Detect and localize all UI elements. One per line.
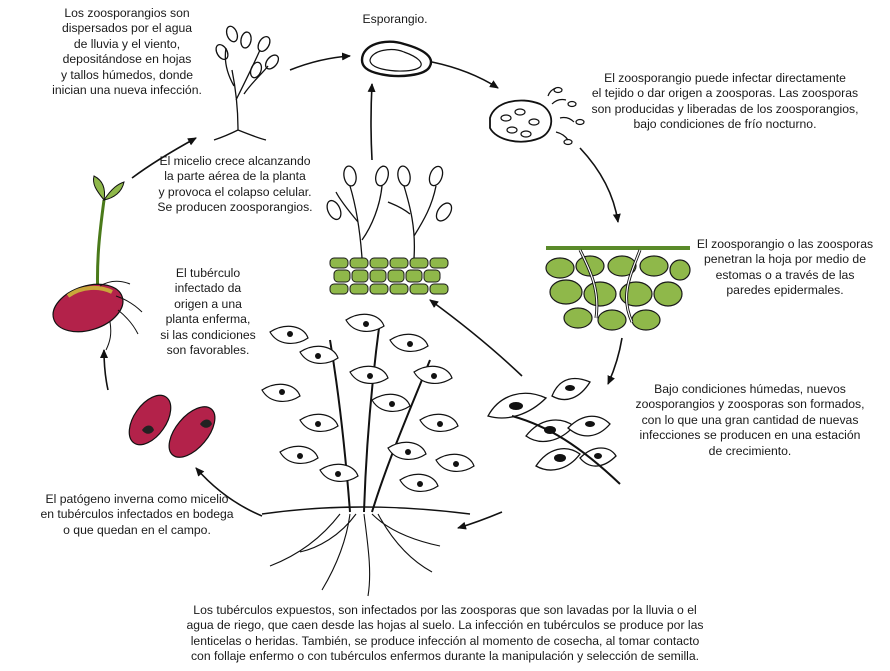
arrow-mycelium-to-leaf-tissue <box>430 300 522 376</box>
arrow-sporangium-to-zoospores <box>432 62 498 88</box>
label-tuberculo-infectado: El tubérculo infectado da origen a una p… <box>150 266 266 358</box>
label-inverna: El patógeno inverna como micelio en tubé… <box>6 492 268 538</box>
label-penetracion: El zoosporangio o las zoosporas penetran… <box>680 237 890 299</box>
label-esporangio: Esporangio. <box>340 12 450 27</box>
label-micelio: El micelio crece alcanzando la parte aér… <box>120 154 350 216</box>
arrow-leaf-to-plant <box>458 512 502 528</box>
arrow-zoospores-to-penetration <box>580 148 618 222</box>
leaf-cross-section-penetration <box>546 246 690 330</box>
sporangium-illustration <box>362 42 431 76</box>
label-infeccion-directa: El zoosporangio puede infectar directame… <box>560 71 890 133</box>
diseased-potato-plant <box>262 314 474 596</box>
arrow-penetration-to-new-leaf <box>608 338 622 384</box>
label-condiciones-humedas: Bajo condiciones húmedas, nuevos zoospor… <box>610 382 890 459</box>
infected-tubers-illustration <box>121 388 224 465</box>
arrow-tuber-to-sprout <box>104 350 108 390</box>
label-tuberculos-expuestos: Los tubérculos expuestos, son infectados… <box>60 603 830 665</box>
arrow-plant-to-mycelium <box>371 84 372 160</box>
label-dispersion: Los zoosporangios son dispersados por el… <box>12 6 242 98</box>
infected-leaf-illustration <box>488 379 620 484</box>
arrow-dispersion-to-sporangium <box>290 56 350 70</box>
